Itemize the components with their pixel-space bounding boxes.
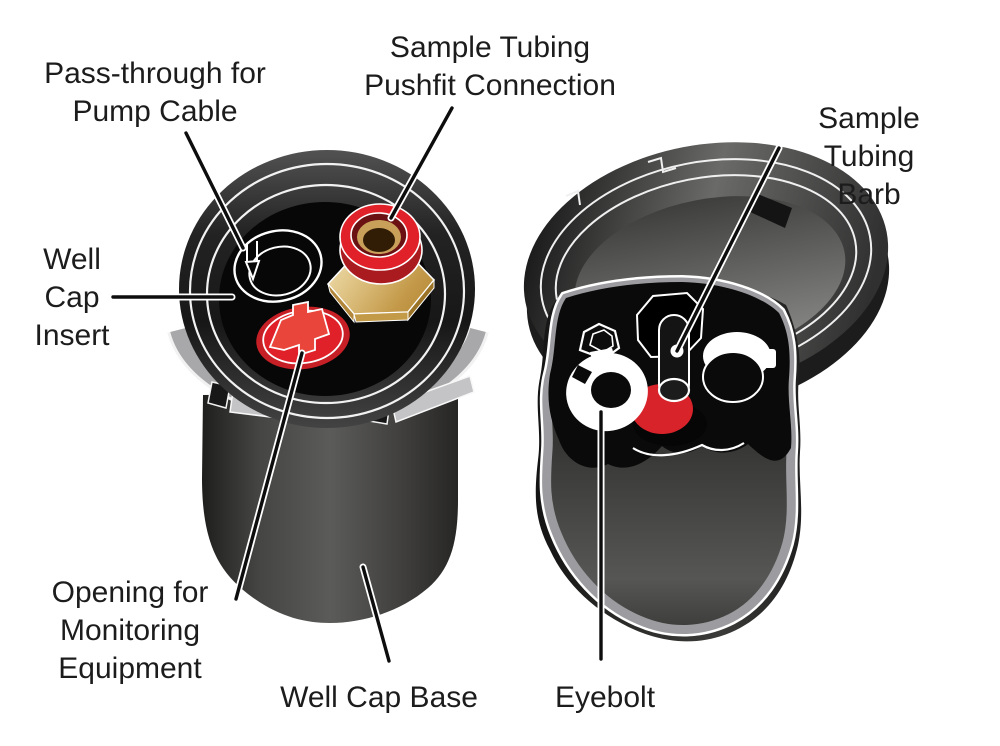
label-sample-tubing-barb: Sample Tubing Barb (818, 102, 920, 211)
pump-cable-pass-through (233, 229, 323, 303)
pushfit-fitting (326, 203, 436, 324)
eyebolt-graphic (566, 322, 648, 432)
leader-line-base (359, 563, 393, 665)
label-eyebolt: Eyebolt (554, 681, 656, 714)
leader-lines (109, 104, 783, 665)
label-well-cap-base: Well Cap Base (280, 681, 478, 714)
monitoring-opening (256, 300, 350, 370)
label-pushfit-connection: Sample Tubing Pushfit Connection (364, 31, 616, 102)
label-monitoring-opening: Opening for Monitoring Equipment (51, 576, 209, 685)
pushfit-bore (363, 228, 395, 252)
cap-tab (748, 192, 792, 228)
monitoring-opening-plug (268, 300, 331, 357)
cap-rim-edge (188, 162, 466, 420)
leader-line-barb (670, 144, 783, 358)
ring-tab (391, 375, 475, 424)
leader-line-pass-through (182, 129, 247, 252)
label-well-cap-insert: Well Cap Insert (34, 243, 110, 352)
well-cap-cutaway-assembly (523, 142, 890, 642)
leader-line-pushfit (387, 104, 456, 222)
well-cap-base-body (202, 392, 458, 623)
label-pass-through: Pass-through for Pump Cable (44, 57, 266, 128)
well-cap-base-assembly (167, 150, 489, 623)
leader-line-opening (232, 349, 306, 603)
insert-underside-opening (702, 332, 776, 403)
